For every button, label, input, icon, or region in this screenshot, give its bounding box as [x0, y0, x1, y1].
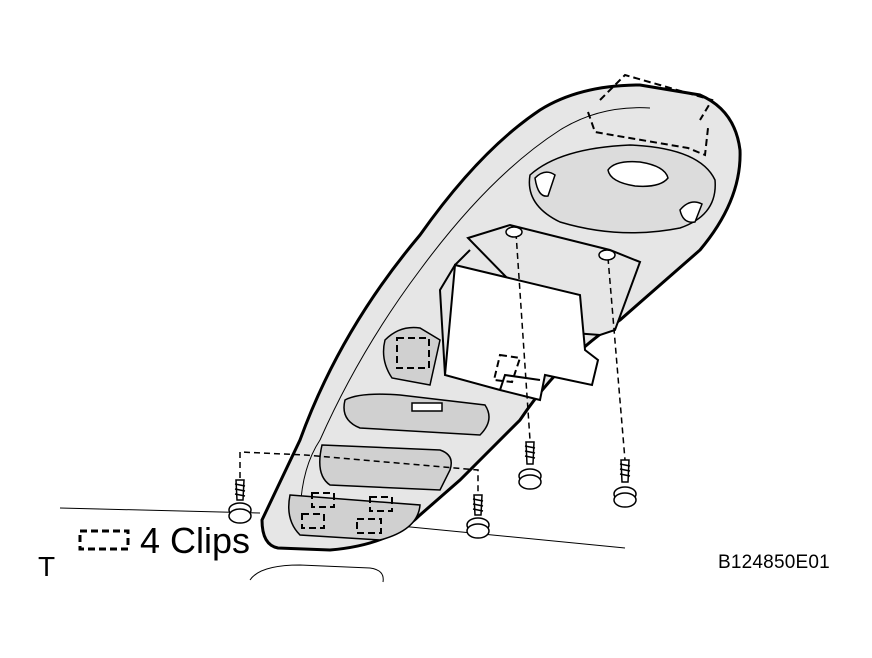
screw-icon [228, 441, 637, 539]
clip-outline-icon [301, 73, 714, 534]
map-light-lens-icon [528, 144, 716, 234]
sunglass-holder-icon [438, 223, 642, 402]
figure-code: B124850E01 [718, 552, 830, 573]
clip-dashed-outline-icon [78, 529, 130, 551]
screw-right [613, 459, 637, 508]
screw-left [228, 479, 252, 524]
screw-center-left [466, 494, 490, 539]
screw-alignment-lines [239, 232, 626, 495]
legend-label: 4 Clips [140, 520, 251, 561]
view-letter: T [38, 551, 56, 582]
screw-center-right [518, 441, 542, 490]
screw-holes [505, 226, 616, 261]
roof-edge-lines [59, 507, 626, 583]
